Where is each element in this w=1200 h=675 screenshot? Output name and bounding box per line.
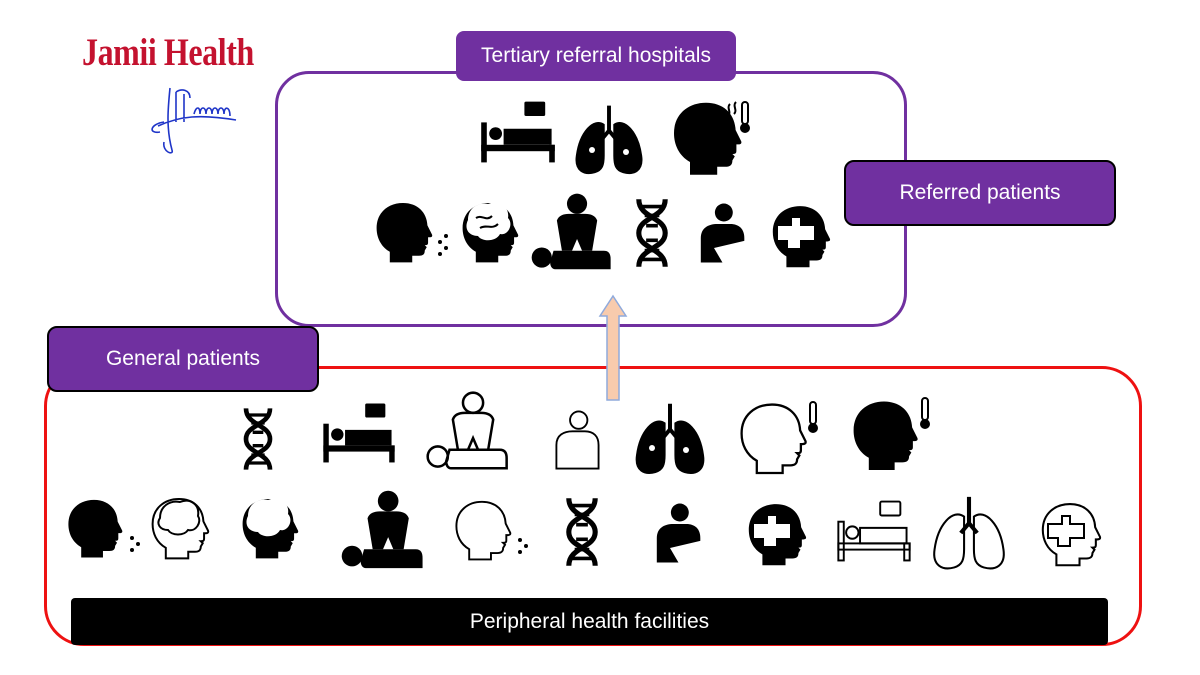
head-fever-outline-icon [740, 401, 818, 475]
lungs-infection-outline-icon [928, 492, 1010, 574]
hospital-bed-monitor-outline-icon [834, 500, 914, 562]
head-fever-icon [853, 397, 930, 470]
cpr-icon [530, 190, 614, 278]
cpr-icon [340, 488, 426, 576]
head-fever-icon [674, 101, 750, 175]
cpr-outline-icon [426, 388, 510, 478]
tertiary-hospitals-label: Tertiary referral hospitals [456, 31, 736, 81]
head-puzzle-icon [748, 504, 807, 566]
head-puzzle-outline-icon [1041, 502, 1102, 567]
head-cough-icon [68, 499, 140, 558]
arm-sling-icon [688, 192, 752, 272]
tertiary-hospitals-box [275, 71, 907, 327]
general-patients-label: General patients [47, 326, 319, 392]
head-brain-icon [242, 498, 299, 559]
signature-mark [151, 87, 237, 154]
hospital-bed-monitor-icon [316, 402, 402, 464]
dna-icon [238, 398, 278, 480]
head-brain-icon [462, 202, 519, 263]
referral-arrow [598, 294, 628, 401]
dna-icon [560, 490, 604, 574]
lungs-infection-icon [630, 398, 710, 480]
referred-patients-label: Referred patients [844, 160, 1116, 226]
head-puzzle-icon [772, 206, 831, 268]
jamii-health-logo: Jamii Health [82, 31, 254, 74]
peripheral-facilities-bar: Peripheral health facilities [71, 598, 1108, 645]
head-cough-outline-icon [455, 500, 528, 561]
head-brain-outline-icon [151, 497, 210, 560]
head-cough-icon [376, 202, 448, 263]
arm-sling-icon [644, 492, 708, 572]
hospital-bed-monitor-icon [476, 100, 560, 164]
arm-sling-outline-icon [544, 398, 606, 482]
dna-icon [630, 192, 674, 274]
lungs-infection-icon [570, 100, 648, 180]
